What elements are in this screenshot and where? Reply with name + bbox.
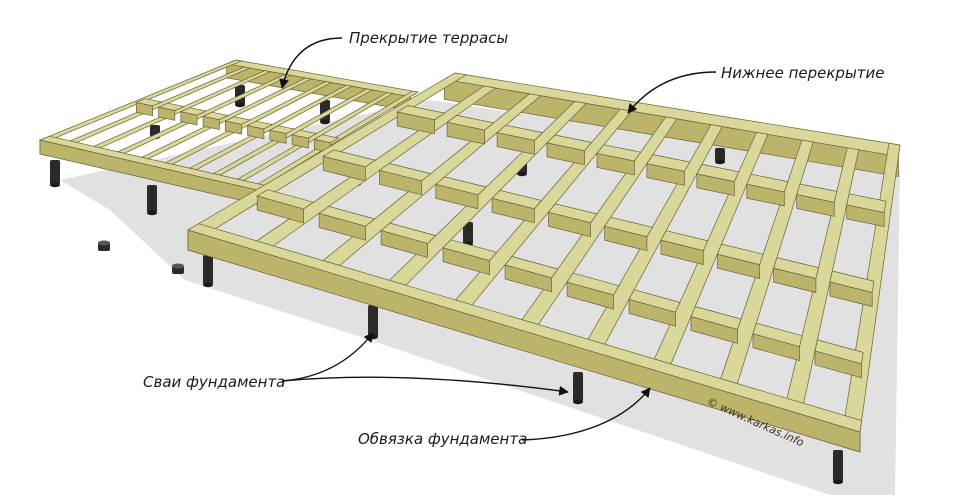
piles-callout-line-1 [281,332,374,382]
lower-block-0-8-top [796,183,838,203]
lower-block-0-2-top [496,124,544,141]
loose-pile-top-1 [98,240,110,246]
lower-block-2-6-top [628,289,681,313]
lower-block-2-8-top [752,322,803,348]
lower-block-1-2-top [435,176,487,196]
lower-block-2-2-top [380,222,437,244]
lower-rim-front-top [187,223,862,433]
terrace-floor-label: Прекрытие террасы [349,29,508,47]
pile-2-base [147,210,157,216]
terrace-floor-frame [38,59,419,205]
piles-label: Сваи фундамента [143,373,285,391]
terrace-block-0-2-top [179,107,208,116]
terrace-block-0-3-top [202,111,230,121]
pile-1 [50,160,60,185]
lower-block-0-7-top [746,173,789,193]
pile-9 [573,372,583,402]
pile-13 [715,148,725,162]
lower-block-2-9-top [814,339,864,365]
pile-1-base [50,182,60,188]
pile-8 [463,222,473,244]
pile-6-base [203,282,213,288]
lower-block-2-1-top [318,206,376,227]
lower-block-0-4-top [596,144,642,162]
pile-7 [368,305,378,337]
loose-pile-top-2 [172,263,184,269]
terrace-block-0-4-top [224,116,252,125]
lower-block-1-3-top [491,190,543,210]
lower-floor-frame [187,72,901,453]
pile-13-base [715,159,725,165]
lower-floor-callout-line [627,71,717,114]
lower-block-1-8-top [773,257,819,279]
lower-block-1-1-top [378,163,432,182]
piles-callout-line-2 [281,376,569,396]
lower-block-1-5-top [604,216,653,238]
lower-floor-label: Нижнее перекрытие [721,64,885,82]
lower-block-0-0-top [396,105,446,121]
lower-block-2-3-top [442,239,498,261]
lower-block-1-0-top [322,149,377,168]
pile-2 [147,185,157,213]
pile-12-base [517,171,527,177]
terrace-block-0-8-top [313,134,340,144]
lower-block-0-9-top [846,193,887,214]
terrace-block-0-6-top [268,125,296,134]
lower-block-0-5-top [646,154,691,172]
terrace-block-0-1-top [157,102,186,111]
pile-3-base [235,102,245,108]
lower-block-2-5-top [566,272,620,296]
foundation-frame-label: Обвязка фундамента [358,430,527,448]
pile-9-base [573,399,583,405]
pile-10 [833,450,843,482]
foundation-frame-callout-line [521,387,651,441]
loose-pile-caps [98,240,184,274]
lower-block-1-4-top [547,203,598,224]
lower-block-0-3-top [546,134,593,152]
terrace-floor-callout-line [279,37,343,89]
lower-block-2-7-top [690,306,742,330]
terrace-block-0-7-top [291,129,318,139]
terrace-block-0-5-top [246,120,274,130]
pile-4-base [320,119,330,125]
lower-block-2-4-top [504,256,559,279]
terrace-block-0-0-top [135,98,163,107]
lower-block-1-6-top [660,230,709,252]
lower-block-0-1-top [446,115,495,131]
lower-block-0-6-top [696,164,740,182]
pile-6 [203,255,213,285]
lower-block-2-0-top [256,189,315,210]
lower-block-1-9-top [829,270,875,293]
lower-block-1-7-top [716,243,764,266]
pile-10-base [833,479,843,485]
